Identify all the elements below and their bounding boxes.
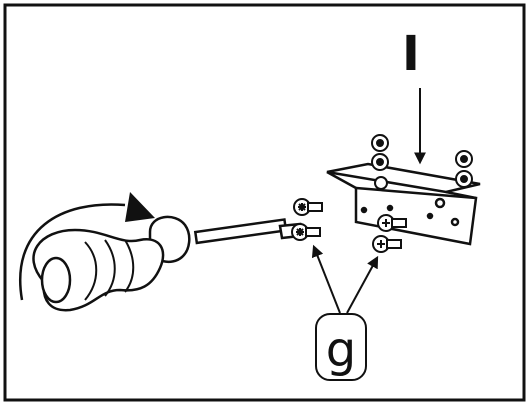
rotation-arrow xyxy=(19,203,126,301)
screw-arrow-right xyxy=(346,255,379,314)
bracket-screws xyxy=(371,134,473,253)
screw-pair-left xyxy=(291,198,323,241)
screw-label-g: g xyxy=(326,322,356,378)
bracket-part xyxy=(326,162,481,246)
screw-arrow-left xyxy=(311,244,341,314)
part-label-i: I xyxy=(402,26,420,82)
screw-label-box xyxy=(315,313,367,381)
rotation-arrow-head xyxy=(125,192,155,222)
